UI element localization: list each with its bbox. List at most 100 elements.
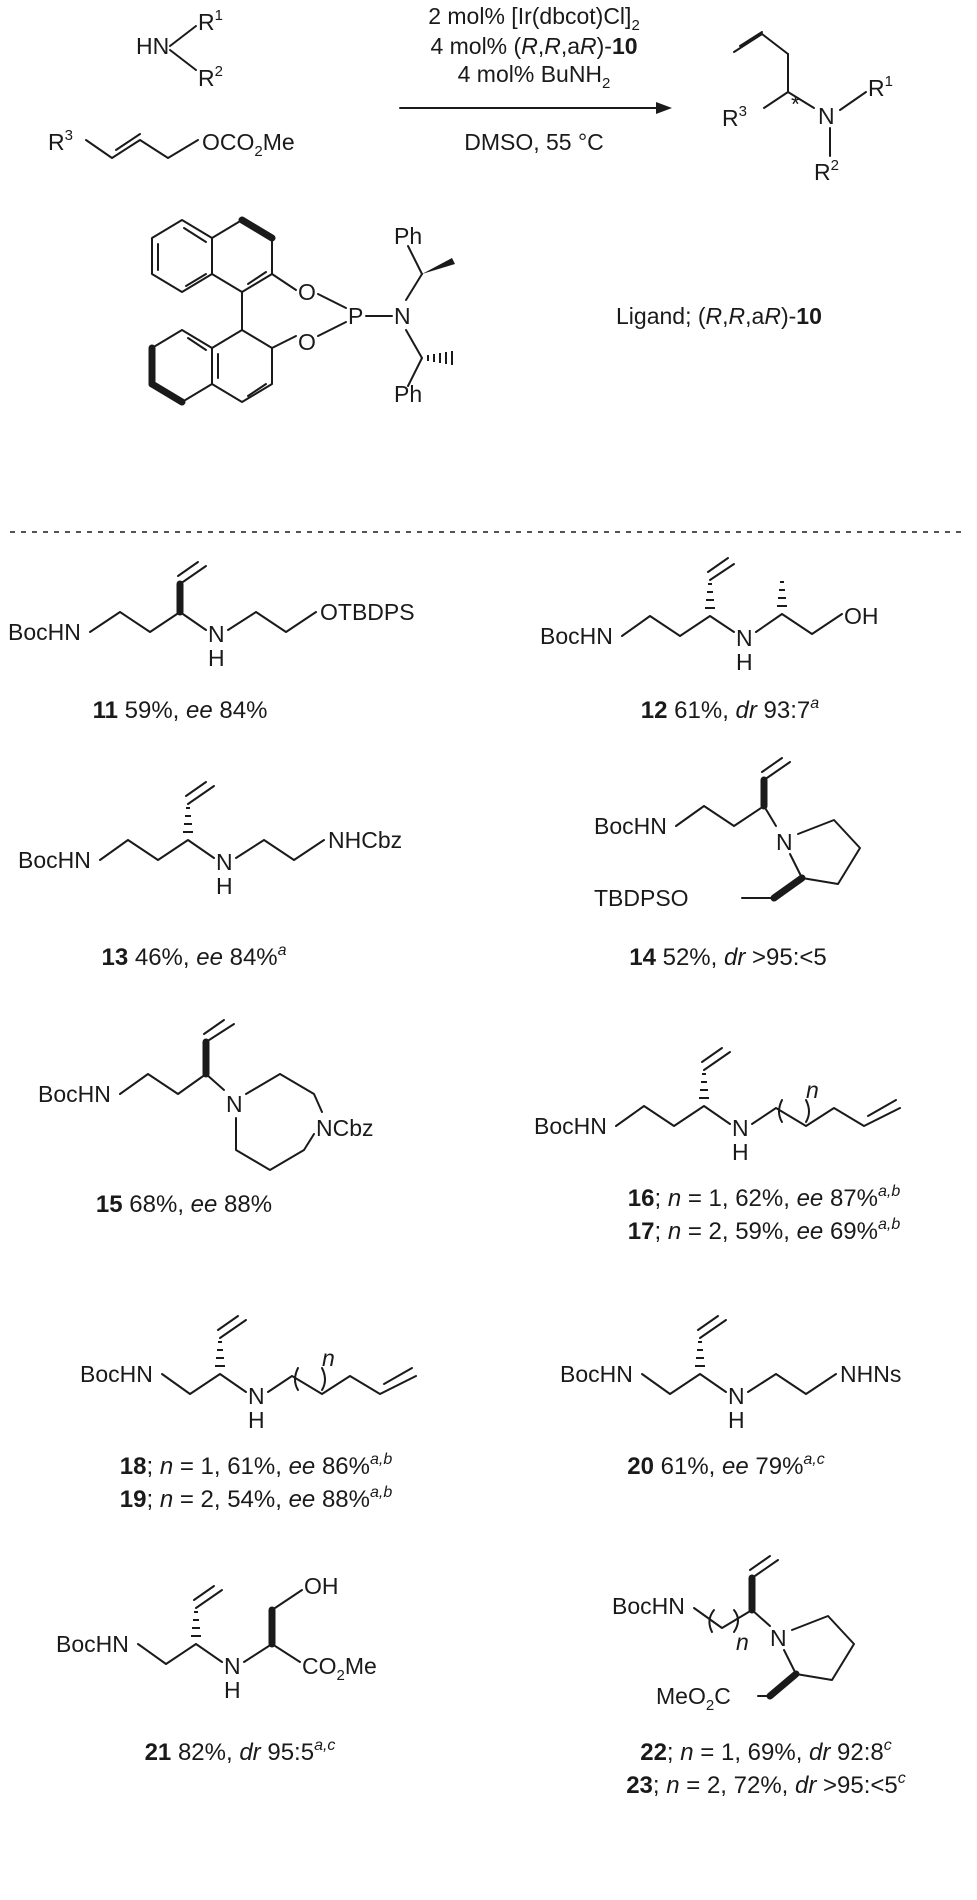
caption: 20 61%, ee 79%a,c	[627, 1451, 825, 1480]
bond	[169, 25, 197, 47]
ligand-label: Ligand; (R,R,aR)-10	[616, 303, 822, 329]
hashed-bond	[705, 583, 715, 609]
chain	[85, 139, 199, 159]
vinyl-double	[707, 557, 729, 573]
caption: 21 82%, dr 95:5a,c	[145, 1737, 336, 1766]
pyrrolidine	[783, 1615, 855, 1681]
chain	[235, 839, 325, 861]
nh-n: N	[736, 625, 753, 651]
nh-h: H	[728, 1407, 745, 1433]
compound-13: BocHN N H NHCbz 13 46%, ee 84%a	[18, 781, 402, 971]
bond	[271, 273, 297, 291]
vinyl-double	[193, 1585, 215, 1601]
n-label: n	[322, 1345, 335, 1371]
nh-h: H	[248, 1407, 265, 1433]
bond	[271, 1589, 303, 1611]
boc-label: BocHN	[38, 1081, 111, 1107]
compound-12: BocHN N H OH 12 61%, dr 93:7a	[540, 557, 879, 724]
product-n: N	[818, 103, 835, 129]
boc-label: BocHN	[540, 623, 613, 649]
terminal-double	[867, 1099, 897, 1117]
compound-20: BocHN N H NHNs 20 61%, ee 79%a,c	[560, 1315, 901, 1480]
hashed-bond	[695, 1341, 705, 1367]
chain	[621, 615, 735, 637]
caption-line-1: 22; n = 1, 69%, dr 92:8c	[640, 1737, 892, 1766]
piperazine	[245, 1073, 323, 1113]
boc-label: BocHN	[18, 847, 91, 873]
bond	[169, 49, 197, 71]
substrate-group: OCO2Me	[202, 129, 295, 160]
chain	[99, 839, 215, 861]
hashed-methyl	[777, 581, 787, 607]
chain	[119, 1073, 207, 1095]
inner-bond	[187, 337, 207, 351]
bracket-right	[805, 1099, 810, 1123]
inner-bond	[183, 227, 207, 243]
oh-label: OH	[304, 1573, 339, 1599]
bond	[787, 91, 815, 109]
chain	[89, 611, 207, 633]
vinyl-double	[697, 1315, 719, 1331]
hashed-bond	[427, 351, 453, 365]
compound-18-19: BocHN N H n 18; n = 1, 61%, ee 86%a,b 19…	[80, 1315, 417, 1513]
bracket-right	[321, 1367, 326, 1391]
chain	[267, 1375, 417, 1395]
bond	[407, 357, 423, 387]
group-label: TBDPSO	[594, 885, 689, 911]
ring-n: N	[770, 1625, 787, 1651]
bond	[405, 273, 423, 301]
chain	[693, 1607, 753, 1629]
double-bond	[115, 133, 141, 151]
caption: 12 61%, dr 93:7a	[641, 695, 819, 724]
vinyl-bond	[733, 33, 763, 53]
bold-bond	[766, 1670, 800, 1700]
inner-bond	[247, 383, 267, 397]
chain	[751, 1107, 901, 1127]
caption-line-1: 18; n = 1, 61%, ee 86%a,b	[120, 1451, 393, 1480]
caption: 13 46%, ee 84%a	[101, 942, 286, 971]
vinyl-double	[177, 561, 199, 577]
n-label: n	[806, 1077, 819, 1103]
boc-label: BocHN	[56, 1631, 129, 1657]
inner-bond	[185, 273, 207, 287]
ligand-ph1: Ph	[394, 223, 422, 249]
bracket-left	[778, 1099, 783, 1123]
vinyl	[187, 785, 215, 805]
boc-label: BocHN	[80, 1361, 153, 1387]
chain	[675, 805, 765, 827]
boc-label: BocHN	[534, 1113, 607, 1139]
vinyl	[751, 1559, 779, 1579]
ring	[211, 329, 273, 403]
bond	[317, 293, 347, 309]
boc-label: BocHN	[594, 813, 667, 839]
bond	[271, 1643, 301, 1663]
bond	[317, 321, 347, 337]
chain	[755, 613, 843, 635]
boc-label: BocHN	[560, 1361, 633, 1387]
chain	[641, 1373, 727, 1395]
conditions: 2 mol% [Ir(dbcot)Cl]2 4 mol% (R,R,aR)-10…	[399, 3, 672, 155]
bond	[271, 335, 297, 349]
compound-15: BocHN N NCbz 15 68%, ee 88%	[38, 1019, 374, 1218]
caption: 15 68%, ee 88%	[96, 1191, 272, 1218]
caption: 14 52%, dr >95:<5	[629, 944, 827, 971]
vinyl-double	[185, 781, 207, 797]
ligand-ph2: Ph	[394, 381, 422, 407]
ester-label: CO2Me	[302, 1653, 377, 1684]
compound-21: BocHN N H OH CO2Me 21 82%, dr 95:5a,c	[56, 1573, 377, 1766]
nh-h: H	[736, 649, 753, 675]
ligand-structure: O O P N Ph Ph	[148, 216, 455, 407]
bracket-left	[294, 1367, 299, 1391]
chain	[227, 611, 317, 633]
ring-n: N	[226, 1091, 243, 1117]
bond	[407, 245, 423, 275]
product: R3 * N R1 R2	[722, 31, 893, 185]
amine-hn: HN	[136, 33, 169, 59]
vinyl-double	[761, 757, 783, 773]
caption-line-2: 19; n = 2, 54%, ee 88%a,b	[120, 1484, 393, 1513]
bold-bond	[238, 216, 276, 242]
vinyl	[709, 563, 735, 581]
vinyl-double	[739, 31, 763, 47]
